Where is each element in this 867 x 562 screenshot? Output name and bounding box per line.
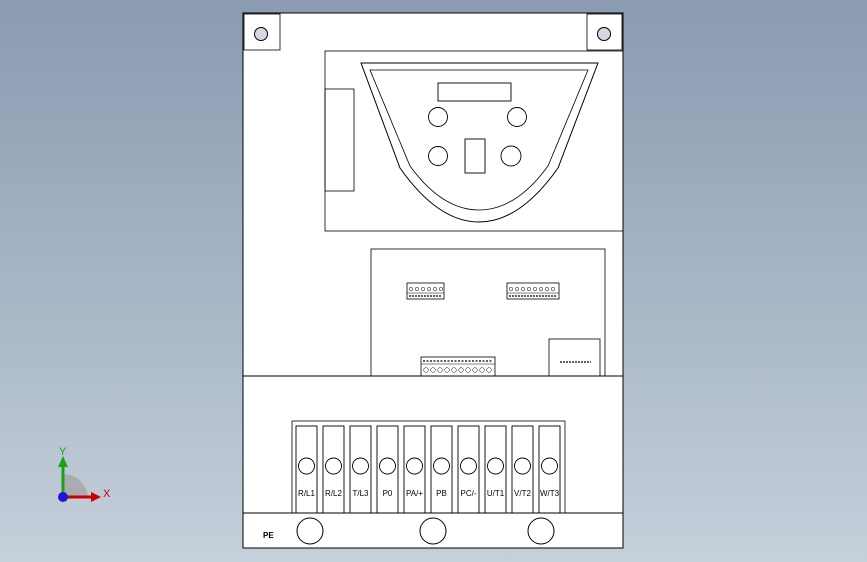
mounting-hole-top-right [586,13,623,51]
ground-strip: PE [263,517,555,545]
keypad-inner-shape [369,69,589,211]
axis-triad: Y X [58,446,111,502]
power-terminals: R/L1 R/L2 T/L3 P0 PA/+ PB PC/- U/T1 V/T2 W/T3 [295,425,561,514]
control-connector-left [406,282,445,300]
terminal-label: V/T2 [514,489,531,498]
y-axis-label: Y [59,446,67,458]
terminal-slot [457,425,480,514]
side-tab [324,88,355,192]
control-connector-right [506,282,560,300]
mounting-hole-top-left [243,13,281,51]
terminal-slot [430,425,453,514]
ground-bolt-left [296,517,324,545]
keypad-button-bottom-right [500,145,522,167]
terminal-label: PA/+ [406,489,423,498]
terminal-slot [538,425,561,514]
terminal: PB [430,425,453,514]
terminal-label: R/L2 [325,489,342,498]
terminal-slot [376,425,399,514]
terminal: R/L1 [295,425,318,514]
terminal-label: R/L1 [298,489,315,498]
terminal: V/T2 [511,425,534,514]
terminal-screw [325,457,342,475]
ground-label: PE [263,531,274,540]
power-terminal-block [291,420,566,514]
keypad-panel [324,50,624,232]
terminal-label: U/T1 [487,489,505,498]
terminal-label: W/T3 [540,489,560,498]
terminal: P0 [376,425,399,514]
control-board [370,248,606,377]
keypad-button-bottom-left [428,146,448,166]
triad-arc [63,474,88,498]
terminal-screw [460,457,477,475]
terminal: R/L2 [322,425,345,514]
terminal-slot [349,425,372,514]
terminal-screw [298,457,315,475]
terminal-label: P0 [383,489,393,498]
terminal-label: T/L3 [352,489,369,498]
terminal: W/T3 [538,425,561,514]
terminal-label: PB [436,489,447,498]
terminal-slot [511,425,534,514]
terminal-screw [514,457,531,475]
keypad-outer-shape [360,62,599,223]
ground-bolt-center [419,517,447,545]
terminal: PA/+ [403,425,426,514]
terminal-screw [379,457,396,475]
terminal-slot [403,425,426,514]
keypad-button-top-left [428,107,448,127]
keypad-knob [464,138,486,174]
drive-body-outline [242,12,624,549]
terminal-slot [295,425,318,514]
terminal-screw [541,457,558,475]
terminal-screw [352,457,369,475]
ground-bolt-right [527,517,555,545]
x-axis-label: X [103,488,111,500]
terminal: PC/- [457,425,480,514]
terminal: U/T1 [484,425,507,514]
control-connector-bottom [420,356,496,377]
keypad-button-top-right [507,107,527,127]
terminal-label: PC/- [461,489,477,498]
origin-point [58,492,68,502]
terminal-slot [484,425,507,514]
terminal-screw [487,457,504,475]
terminal-screw [433,457,450,475]
terminal-screw [406,457,423,475]
terminal: T/L3 [349,425,372,514]
terminal-slot [322,425,345,514]
display-window [437,82,512,102]
